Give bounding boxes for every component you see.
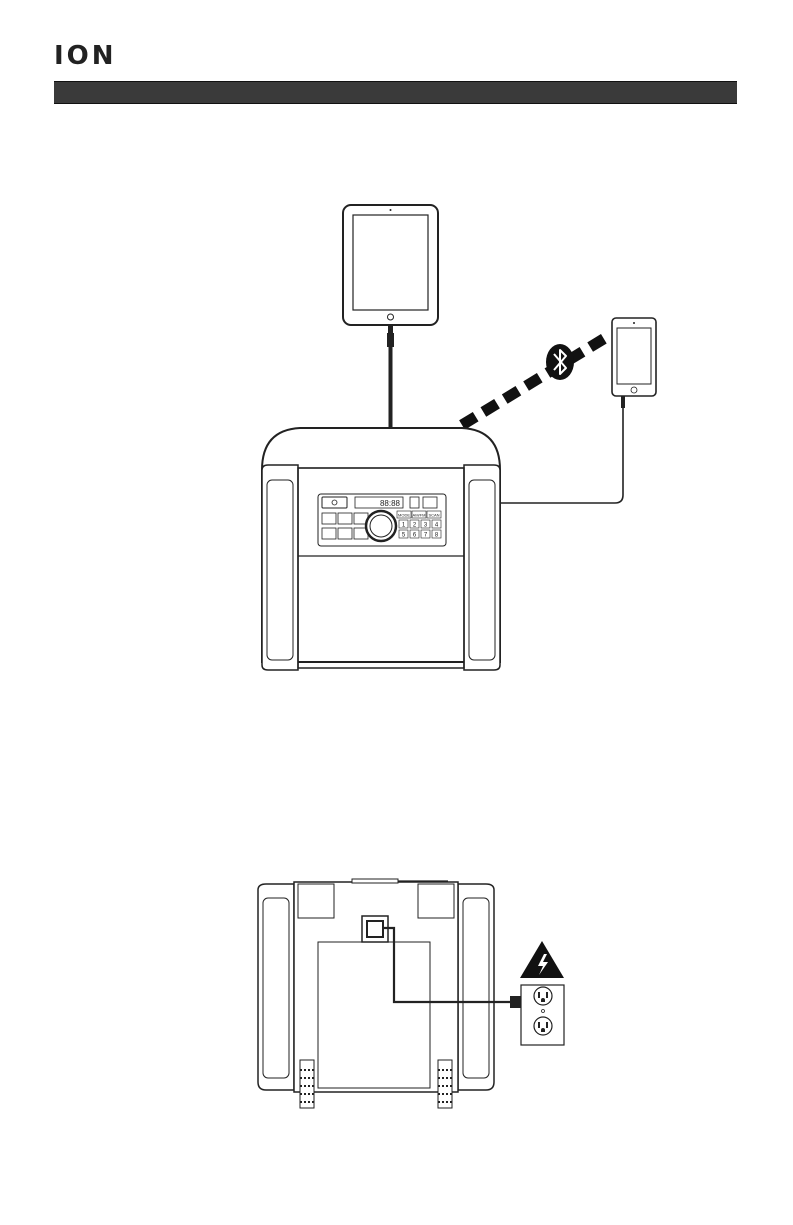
function-button-label: MODE: [398, 513, 410, 518]
display-readout: 88:88: [380, 499, 401, 508]
tablet-icon: [343, 205, 438, 325]
power-outlet-icon: [521, 985, 564, 1045]
function-button-label: SCAN: [428, 513, 439, 518]
high-voltage-warning-icon: [520, 941, 564, 978]
function-button-label: AM/FM: [413, 513, 426, 518]
bluetooth-link: [462, 335, 610, 425]
bluetooth-icon: [546, 344, 574, 380]
speaker-rear: [258, 879, 494, 1108]
